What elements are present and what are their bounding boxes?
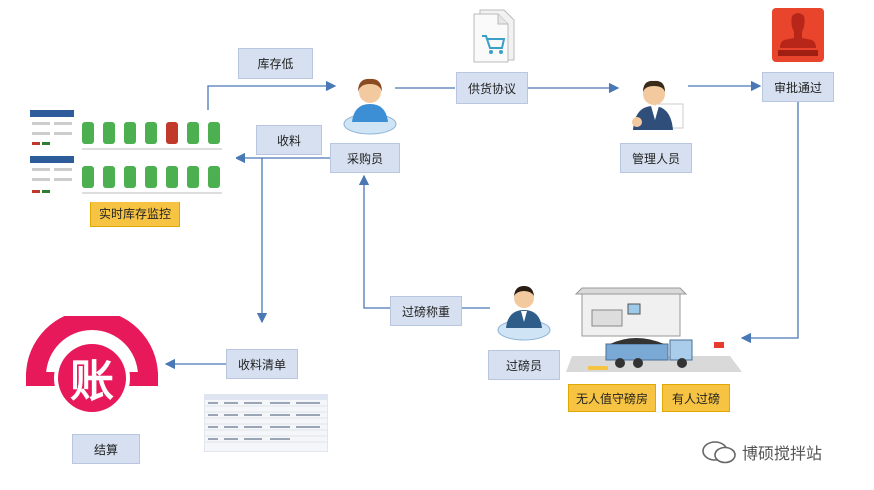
watermark: 博硕搅拌站 (702, 440, 822, 464)
supply-agreement-label: 供货协议 (456, 72, 528, 104)
weighing-recheck-label: 过磅称重 (390, 296, 462, 326)
weighing-clerk-figure (497, 286, 551, 341)
wechat-icon (702, 441, 736, 464)
purchaser-label: 采购员 (330, 143, 400, 173)
unmanned-room-label: 无人值守磅房 (568, 384, 656, 412)
low-stock-label: 库存低 (238, 48, 313, 79)
manager-label: 管理人员 (620, 143, 692, 173)
cart-icon (473, 9, 515, 63)
watermark-text: 博硕搅拌站 (742, 444, 823, 463)
settlement-label: 结算 (72, 434, 140, 464)
receiving-list-table (204, 394, 328, 452)
weighbridge-scene (566, 287, 742, 372)
manned-weighing-label: 有人过磅 (662, 384, 730, 412)
weighing-clerk-label: 过磅员 (488, 350, 560, 380)
tank-monitor-panel (30, 110, 236, 202)
manager-figure (632, 80, 684, 130)
ledger-icon: 账 (26, 316, 158, 416)
realtime-monitor-label: 实时库存监控 (90, 200, 180, 227)
receiving-list-label: 收料清单 (226, 349, 298, 379)
ledger-glyph: 账 (70, 356, 114, 407)
approval-passed-label: 审批通过 (762, 72, 834, 102)
purchaser-figure (343, 78, 397, 135)
receiving-label: 收料 (256, 125, 322, 155)
stamp-icon (772, 8, 824, 62)
